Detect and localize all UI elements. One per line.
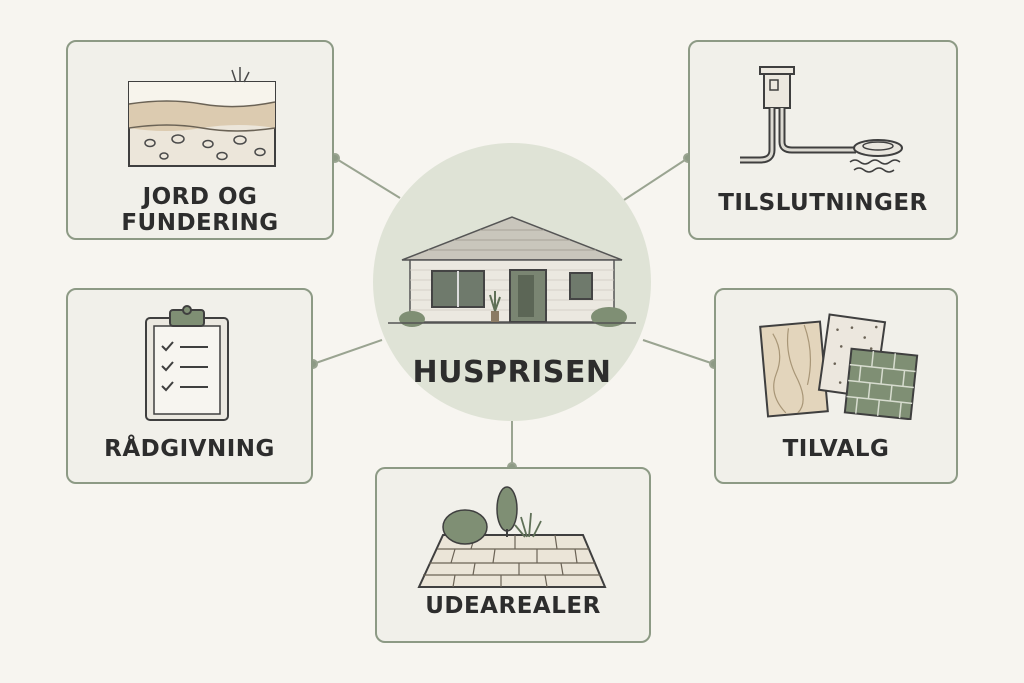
- card-tilslutninger: TILSLUTNINGER: [688, 40, 958, 240]
- card-label-tilslutninger: TILSLUTNINGER: [718, 190, 928, 216]
- card-raadgivning: RÅDGIVNING: [66, 288, 313, 484]
- clipboard-checklist-icon: [142, 304, 232, 428]
- material-samples-icon: [758, 312, 920, 424]
- card-label-udearealer: UDEAREALER: [425, 593, 601, 619]
- soil-layers-icon: [128, 66, 278, 172]
- connector-raadgivning: [312, 339, 383, 365]
- connector-jord: [334, 157, 401, 199]
- connector-tilslutninger: [623, 157, 689, 201]
- center-node: HUSPRISEN: [373, 143, 651, 421]
- center-title: HUSPRISEN: [412, 355, 612, 390]
- house-icon: [388, 213, 636, 332]
- card-udearealer: UDEAREALER: [375, 467, 651, 643]
- card-label-tilvalg: TILVALG: [782, 436, 890, 462]
- card-label-jord: JORD OG FUNDERING: [121, 184, 279, 236]
- card-label-raadgivning: RÅDGIVNING: [104, 436, 275, 462]
- card-tilvalg: TILVALG: [714, 288, 958, 484]
- utility-connection-icon: [738, 64, 908, 180]
- connector-tilvalg: [642, 339, 715, 365]
- garden-paving-icon: [415, 483, 611, 593]
- card-jord-og-fundering: JORD OG FUNDERING: [66, 40, 334, 240]
